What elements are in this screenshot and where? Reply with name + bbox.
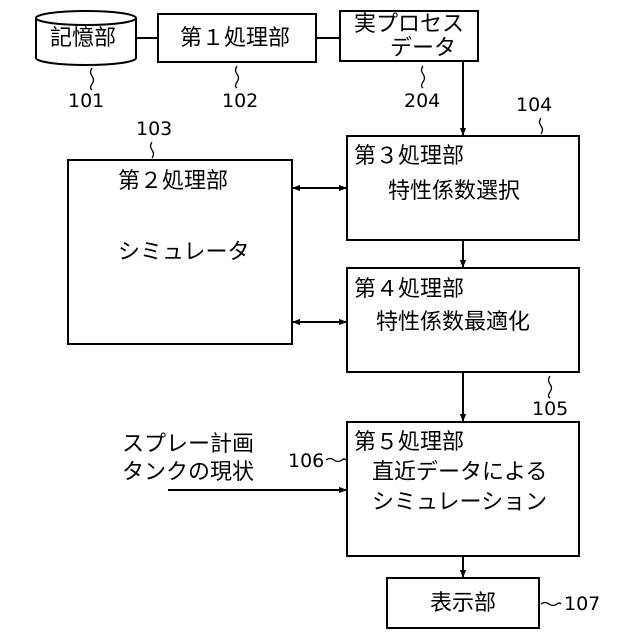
ref-101: 101 xyxy=(68,92,104,111)
proc3-body: 特性係数選択 xyxy=(388,181,520,203)
leader-107 xyxy=(541,603,561,606)
leader-104 xyxy=(540,118,543,134)
leader-103 xyxy=(151,142,154,158)
proc4-title: 第４処理部 xyxy=(354,279,464,301)
proc1-label: 第１処理部 xyxy=(180,28,290,50)
process-data-label-line2: データ xyxy=(390,38,456,60)
proc4-body: 特性係数最適化 xyxy=(376,312,530,334)
ref-107: 107 xyxy=(564,595,600,614)
proc5-body-line1: 直近データによる xyxy=(372,462,547,484)
proc2-title: 第２処理部 xyxy=(118,171,228,193)
display-label: 表示部 xyxy=(430,593,496,615)
process-data-label-line1: 実プロセス xyxy=(354,14,464,36)
ref-106: 106 xyxy=(288,452,324,471)
ref-102: 102 xyxy=(222,92,258,111)
leader-105 xyxy=(549,376,552,398)
input-label-line1: スプレー計画 xyxy=(122,434,254,456)
leader-106 xyxy=(326,459,346,462)
proc3-title: 第３処理部 xyxy=(354,146,464,168)
ref-105: 105 xyxy=(532,400,568,419)
proc2-body: シミュレータ xyxy=(118,242,250,264)
ref-204: 204 xyxy=(404,92,440,111)
ref-103: 103 xyxy=(136,120,172,139)
storage-label: 記憶部 xyxy=(50,28,116,50)
input-label-line2: タンクの現状 xyxy=(122,462,254,484)
proc5-title: 第５処理部 xyxy=(354,432,464,454)
leader-102 xyxy=(236,66,239,88)
leader-204 xyxy=(422,66,425,88)
leader-101 xyxy=(91,68,94,90)
ref-104: 104 xyxy=(516,96,552,115)
proc5-body-line2: シミュレーション xyxy=(372,492,547,514)
